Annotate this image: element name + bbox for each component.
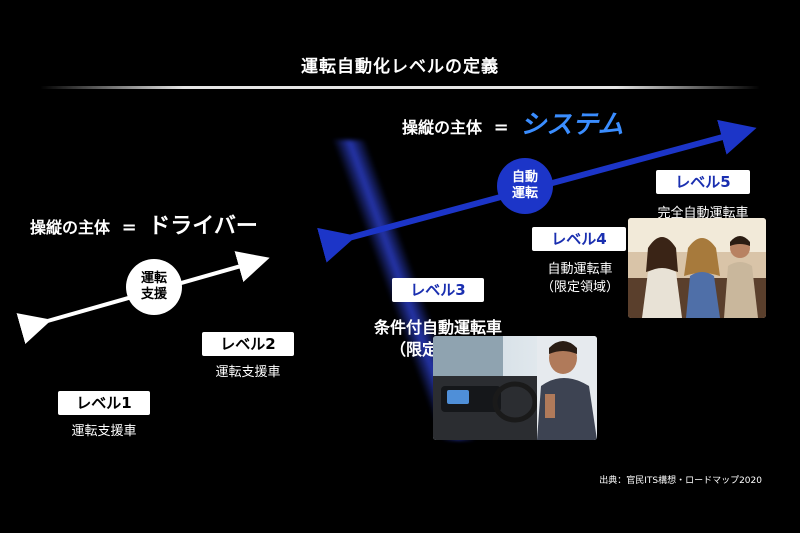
passengers-photo bbox=[628, 218, 766, 318]
system-heading: 操縦の主体 = システム bbox=[402, 104, 624, 141]
level1-badge: レベル1 bbox=[58, 391, 150, 415]
driver-circle-line1: 運転 bbox=[140, 271, 167, 286]
title-underline bbox=[40, 86, 760, 89]
system-circle-line1: 自動 bbox=[511, 170, 538, 185]
driver-heading-prefix: 操縦の主体 bbox=[30, 218, 111, 237]
source-citation: 出典：官民ITS構想・ロードマップ2020 bbox=[599, 476, 762, 486]
level3-desc: 条件付自動運転車 bbox=[373, 318, 502, 337]
level5-desc: 完全自動運転車 bbox=[657, 206, 749, 221]
driver-heading-value: ドライバー bbox=[148, 214, 258, 239]
driver-heading: 操縦の主体 = ドライバー bbox=[30, 208, 258, 240]
level2-badge: レベル2 bbox=[202, 332, 294, 356]
level2-desc: 運転支援車 bbox=[215, 365, 281, 380]
system-heading-eq: = bbox=[493, 117, 509, 138]
driver-circle-line2: 支援 bbox=[140, 287, 167, 302]
system-heading-value: システム bbox=[520, 110, 624, 140]
driver-car-photo bbox=[433, 336, 597, 440]
system-circle-line2: 運転 bbox=[511, 186, 538, 201]
level4-badge: レベル4 bbox=[532, 227, 626, 251]
driver-support-circle: 運転 支援 bbox=[126, 259, 182, 315]
automated-driving-circle: 自動 運転 bbox=[497, 158, 553, 214]
level4-desc: 自動運転車 bbox=[547, 262, 613, 277]
level5-badge: レベル5 bbox=[656, 170, 750, 194]
system-heading-prefix: 操縦の主体 bbox=[402, 118, 483, 137]
level4-desc-sub: （限定領域） bbox=[540, 280, 619, 295]
level3-badge: レベル3 bbox=[392, 278, 484, 302]
level1-desc: 運転支援車 bbox=[71, 424, 137, 439]
slide-title: 運転自動化レベルの定義 bbox=[301, 57, 499, 77]
driver-heading-eq: = bbox=[121, 217, 137, 238]
